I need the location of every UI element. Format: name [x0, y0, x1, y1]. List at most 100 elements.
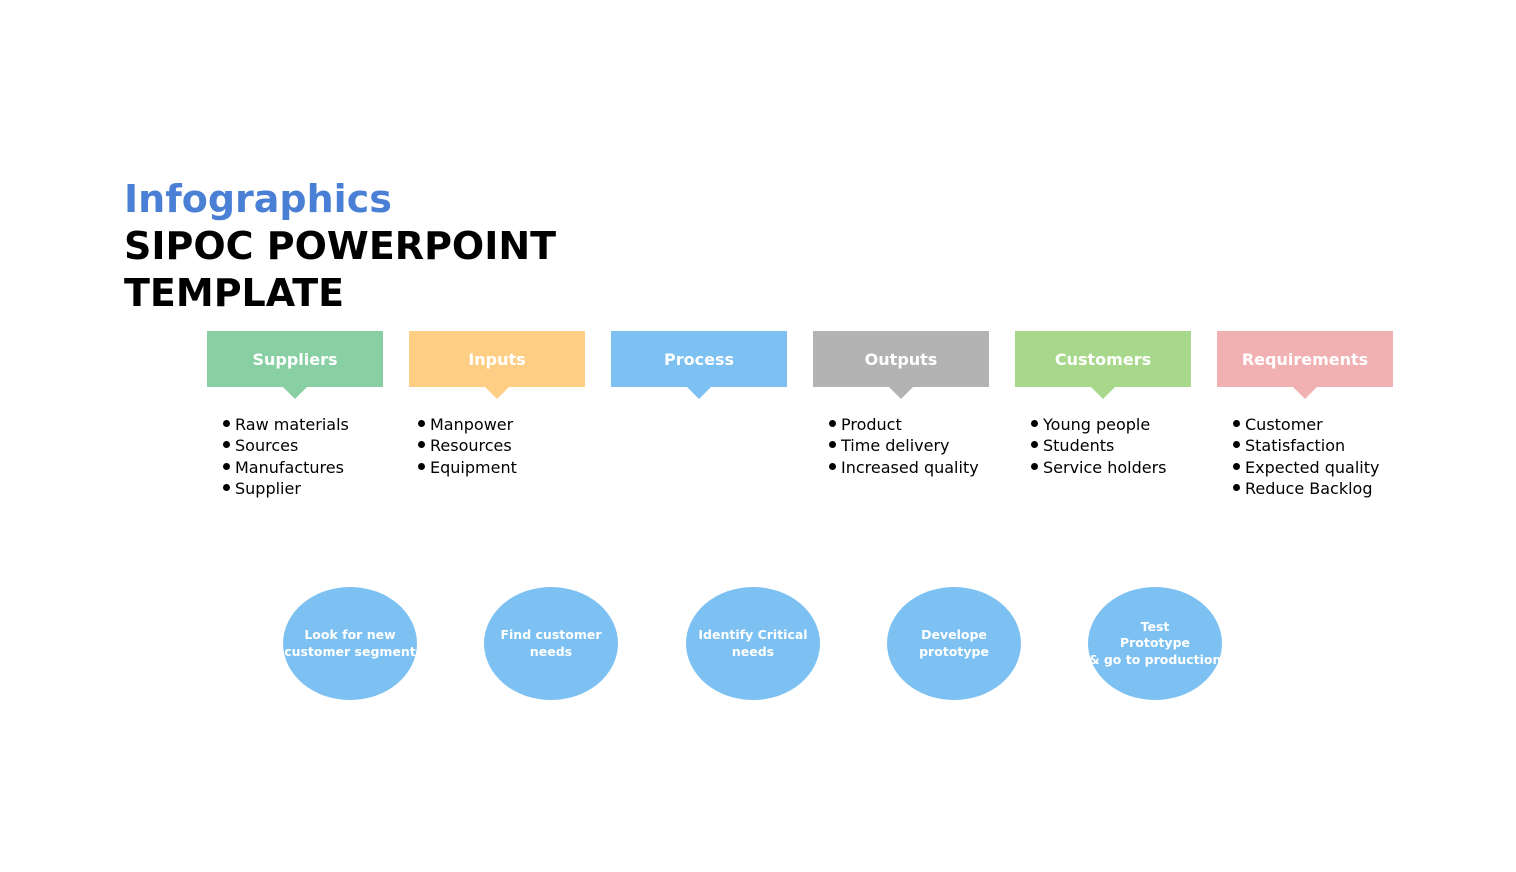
column-process: Process: [611, 331, 787, 399]
bullet-item: Statisfaction: [1233, 435, 1403, 456]
process-step-line: prototype: [919, 643, 989, 659]
bullet-item: Young people: [1031, 414, 1201, 435]
header-pointer-arrow: [1293, 387, 1317, 399]
bullet-item: Increased quality: [829, 457, 999, 478]
bullet-text: Expected quality: [1245, 457, 1380, 477]
process-step-line: Develope: [921, 627, 987, 642]
title-accent: Infographics: [124, 177, 392, 221]
process-step-line: Look for new: [304, 627, 396, 642]
title-block: Infographics SIPOC POWERPOINT TEMPLATE: [124, 176, 556, 317]
column-header: Suppliers: [207, 331, 383, 399]
bullet-text: Time delivery: [841, 436, 950, 456]
column-header: Process: [611, 331, 787, 399]
bullet-dot-icon: [1031, 462, 1038, 470]
bullet-dot-icon: [1233, 462, 1240, 470]
header-pointer-arrow: [687, 387, 711, 399]
bullet-dot-icon: [1031, 420, 1038, 427]
bullet-text: Young people: [1043, 415, 1151, 434]
bullet-text: Manpower: [430, 415, 514, 434]
bullet-dot-icon: [418, 441, 425, 449]
bullet-item: Students: [1031, 435, 1201, 456]
bullet-dot-icon: [1233, 441, 1240, 449]
bullet-dot-icon: [223, 441, 230, 449]
bullet-text: Equipment: [430, 457, 517, 477]
bullet-item: Equipment: [418, 457, 588, 478]
bullet-item: Raw materials: [223, 414, 393, 435]
column-header-label: Customers: [1054, 349, 1152, 369]
column-header-label: Outputs: [864, 349, 938, 369]
column-header: Outputs: [813, 331, 989, 399]
bullet-text: Product: [841, 415, 902, 434]
bullet-text: Customer: [1245, 415, 1323, 434]
process-step-line: needs: [731, 643, 775, 659]
bullet-text: Increased quality: [841, 457, 979, 477]
header-pointer-arrow: [283, 387, 307, 399]
process-step-line: Find customer: [500, 627, 602, 642]
bullet-item: Service holders: [1031, 457, 1201, 478]
column-header-label: Suppliers: [252, 349, 338, 369]
title-line-2: TEMPLATE: [124, 271, 345, 315]
bullet-dot-icon: [223, 420, 230, 427]
bullet-dot-icon: [829, 462, 836, 470]
bullet-item: Sources: [223, 435, 393, 456]
bullet-text: Statisfaction: [1245, 436, 1346, 456]
bullet-dot-icon: [223, 462, 230, 470]
bullet-dot-icon: [418, 420, 425, 427]
bullet-item: Time delivery: [829, 435, 999, 456]
bullet-item: Resources: [418, 435, 588, 456]
bullet-text: Resources: [430, 436, 512, 456]
bullet-dot-icon: [1233, 483, 1240, 491]
process-step-line: Identify Critical: [698, 627, 808, 642]
bullet-dot-icon: [1233, 420, 1240, 427]
bullet-item: Customer: [1233, 414, 1403, 435]
bullet-dot-icon: [418, 462, 425, 470]
bullet-text: Students: [1043, 436, 1115, 456]
bullet-text: Supplier: [235, 478, 301, 498]
process-step-line: customer segment: [284, 643, 416, 659]
bullet-text: Reduce Backlog: [1245, 478, 1373, 498]
header-pointer-arrow: [1091, 387, 1115, 399]
bullet-dot-icon: [1031, 441, 1038, 449]
column-header: Requirements: [1217, 331, 1393, 399]
title-line-1: SIPOC POWERPOINT: [124, 224, 557, 268]
process-step-line: & go to production: [1088, 651, 1222, 667]
bullet-text: Raw materials: [235, 415, 349, 434]
bullet-item: Manpower: [418, 414, 588, 435]
header-pointer-arrow: [485, 387, 509, 399]
process-step-line: needs: [529, 643, 573, 659]
column-header-label: Process: [664, 349, 734, 369]
bullet-item: Manufactures: [223, 457, 393, 478]
bullet-item: Product: [829, 414, 999, 435]
process-step-line: Prototype: [1119, 635, 1190, 651]
process-step-line: Test: [1140, 618, 1170, 634]
bullet-dot-icon: [829, 420, 836, 427]
header-pointer-arrow: [889, 387, 913, 399]
column-header: Customers: [1015, 331, 1191, 399]
bullet-item: Expected quality: [1233, 457, 1403, 478]
bullet-dot-icon: [829, 441, 836, 449]
column-header-label: Requirements: [1241, 349, 1369, 369]
bullet-text: Sources: [235, 436, 299, 456]
column-header-label: Inputs: [468, 349, 526, 369]
bullet-item: Supplier: [223, 478, 393, 499]
